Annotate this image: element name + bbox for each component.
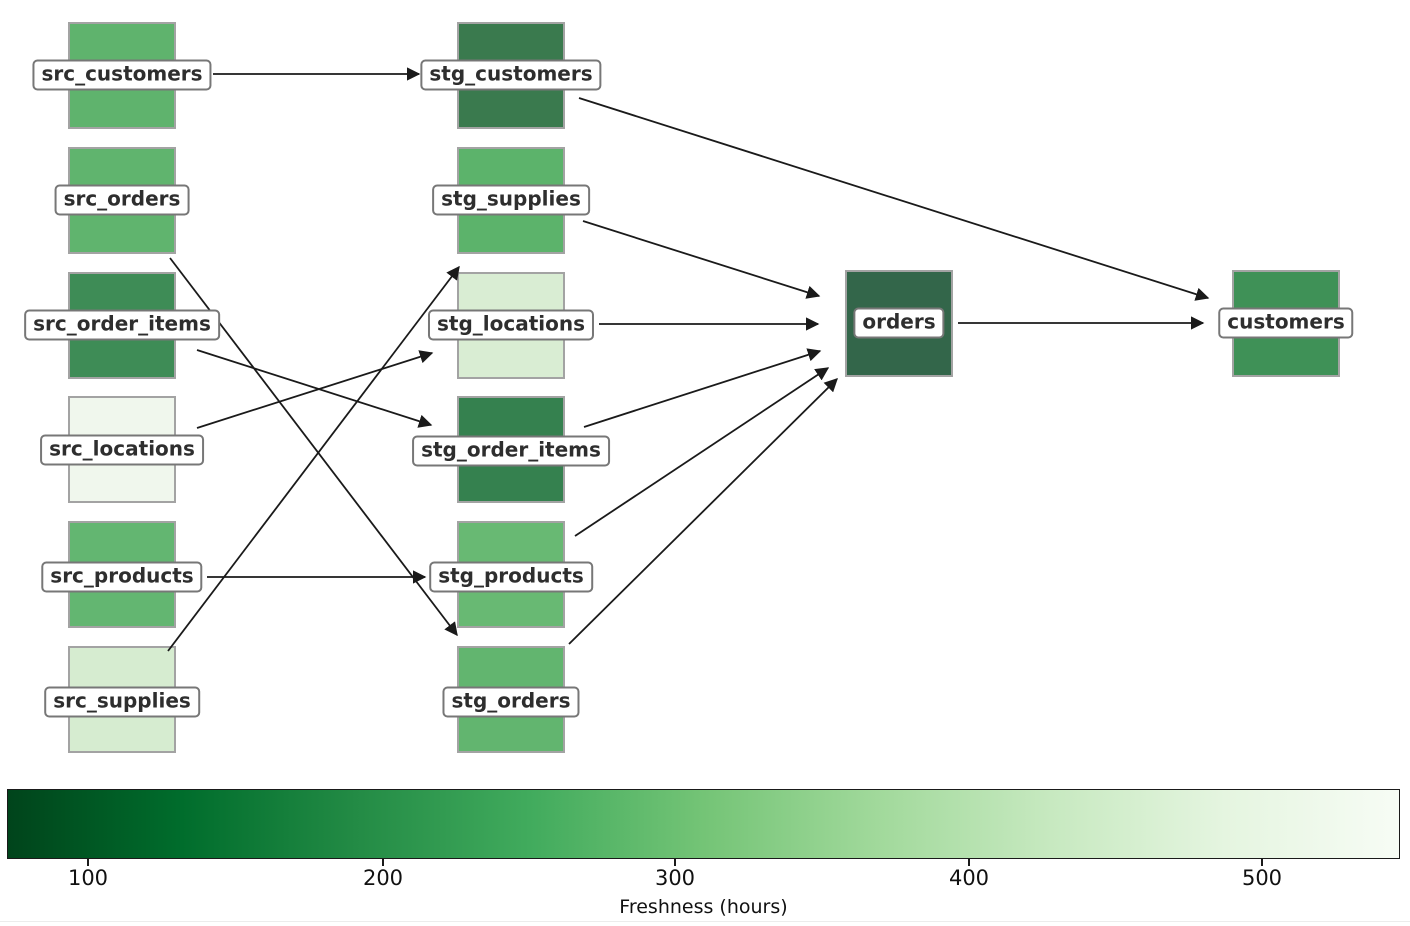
colorbar-tick-label: 400 (948, 866, 990, 890)
figure-bottom-rule (0, 921, 1410, 922)
colorbar-tick-200 (382, 859, 384, 866)
colorbar-tick-100 (87, 859, 89, 866)
edge-src_supplies-stg_supplies (167, 265, 460, 652)
colorbar-tick-label: 500 (1241, 866, 1283, 890)
node-label-stg_order_items: stg_order_items (412, 435, 610, 467)
edge-stg_orders-orders (568, 378, 838, 645)
node-label-src_orders: src_orders (54, 184, 190, 216)
colorbar-tick-300 (674, 859, 676, 866)
node-label-stg_customers: stg_customers (420, 59, 602, 91)
colorbar-tick-400 (968, 859, 970, 866)
node-label-stg_products: stg_products (429, 561, 593, 593)
colorbar-axis-label: Freshness (hours) (619, 896, 788, 918)
node-label-src_locations: src_locations (40, 434, 204, 466)
edge-layer (167, 67, 1210, 652)
colorbar-tick-label: 100 (67, 866, 109, 890)
edge-stg_customers-customers (578, 97, 1210, 301)
node-label-stg_orders: stg_orders (442, 686, 580, 718)
node-label-src_supplies: src_supplies (44, 686, 200, 718)
node-label-stg_supplies: stg_supplies (432, 184, 590, 216)
edge-stg_products-orders (574, 367, 830, 537)
edge-stg_supplies-orders (582, 220, 821, 299)
node-label-src_order_items: src_order_items (24, 309, 220, 341)
edge-src_locations-stg_locations (196, 350, 434, 429)
colorbar-tick-500 (1261, 859, 1263, 866)
node-label-src_products: src_products (41, 561, 203, 593)
node-label-customers: customers (1218, 307, 1354, 339)
colorbar-gradient (7, 789, 1400, 859)
node-label-src_customers: src_customers (32, 59, 212, 91)
node-label-stg_locations: stg_locations (427, 309, 595, 341)
colorbar-tick-label: 200 (362, 866, 404, 890)
edge-src_order_items-stg_order_items (196, 349, 433, 428)
node-label-orders: orders (853, 307, 945, 339)
edge-stg_order_items-orders (583, 348, 822, 428)
colorbar-tick-label: 300 (654, 866, 696, 890)
